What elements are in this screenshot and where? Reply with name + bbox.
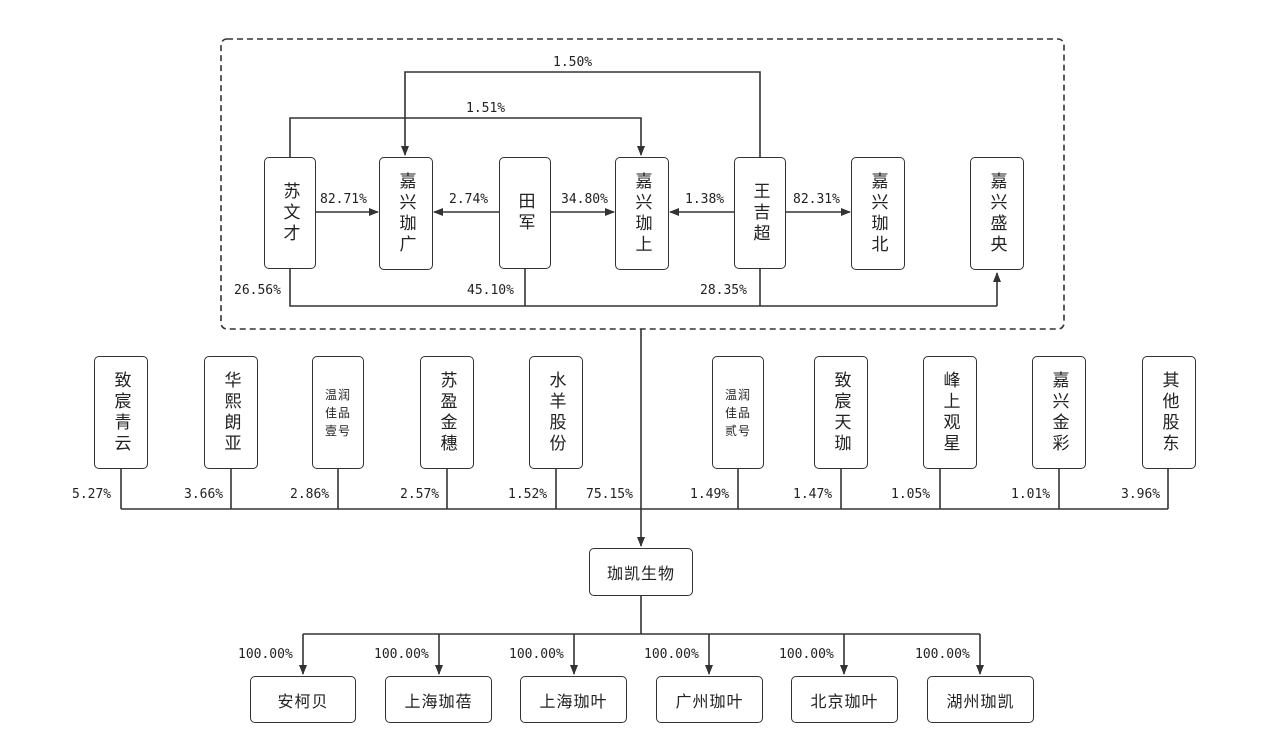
shareholder-box: 峰上观星 <box>923 356 977 469</box>
shareholder-box: 致宸青云 <box>94 356 148 469</box>
pct-wang-shengyang: 28.35% <box>700 283 747 298</box>
node-label: 苏文才 <box>279 181 300 245</box>
subsidiary-pct: 100.00% <box>644 647 699 662</box>
shareholder-pct: 1.52% <box>508 487 548 502</box>
shareholder-name: 温润佳品贰号 <box>724 387 751 438</box>
node-label: 嘉兴珈广 <box>395 171 416 256</box>
node-wang-jichao: 王吉超 <box>734 157 786 269</box>
pct-group-company: 75.15% <box>586 487 633 502</box>
shareholder-name: 温润佳品壹号 <box>324 387 351 438</box>
shareholder-pct: 1.01% <box>1011 487 1051 502</box>
shareholder-name: 致宸青云 <box>110 370 131 455</box>
shareholder-box: 嘉兴金彩 <box>1032 356 1086 469</box>
shareholder-pct: 2.57% <box>400 487 440 502</box>
edge-wang-jiaguang <box>401 71 761 157</box>
subsidiary-pct: 100.00% <box>374 647 429 662</box>
pct-wang-jiashang: 1.38% <box>685 192 725 207</box>
subsidiary-pct: 100.00% <box>238 647 293 662</box>
shareholder-pct: 1.05% <box>891 487 931 502</box>
node-label: 嘉兴珈上 <box>631 171 652 256</box>
shareholder-name: 峰上观星 <box>939 370 960 455</box>
subsidiary-box: 广州珈叶 <box>656 676 763 723</box>
subsidiary-box: 安柯贝 <box>250 676 356 723</box>
subsidiary-name: 安柯贝 <box>277 691 329 711</box>
pct-wang-jiabei: 82.31% <box>793 192 840 207</box>
node-label: 王吉超 <box>749 181 770 245</box>
node-label: 嘉兴盛央 <box>986 171 1007 256</box>
shareholder-box: 水羊股份 <box>529 356 583 469</box>
node-tian-jun: 田军 <box>499 157 551 269</box>
node-label: 嘉兴珈北 <box>867 171 888 256</box>
subsidiary-box: 湖州珈凯 <box>927 676 1034 723</box>
subsidiary-name: 上海珈蓓 <box>404 691 473 711</box>
shareholder-pct: 3.96% <box>1121 487 1161 502</box>
subsidiary-pct: 100.00% <box>915 647 970 662</box>
shareholder-pct: 1.47% <box>793 487 833 502</box>
shareholder-box: 致宸天珈 <box>814 356 868 469</box>
pct-wang-jiaguang: 1.50% <box>553 55 593 70</box>
shareholder-pct: 3.66% <box>184 487 224 502</box>
shareholder-name: 水羊股份 <box>545 370 566 455</box>
subsidiary-name: 湖州珈凯 <box>946 691 1015 711</box>
node-su-wencai: 苏文才 <box>264 157 316 269</box>
node-label: 田军 <box>514 192 535 234</box>
shareholder-box: 其他股东 <box>1142 356 1196 469</box>
subsidiary-name: 上海珈叶 <box>539 691 608 711</box>
node-jiaxing-jiashang: 嘉兴珈上 <box>615 157 669 270</box>
node-jiaxing-jiaguang: 嘉兴珈广 <box>379 157 433 270</box>
pct-tian-jiashang: 34.80% <box>561 192 608 207</box>
pct-su-jiaguang: 82.71% <box>320 192 367 207</box>
company-name: 珈凯生物 <box>606 564 675 583</box>
subsidiary-pct: 100.00% <box>779 647 834 662</box>
shareholder-box: 华熙朗亚 <box>204 356 258 469</box>
shareholder-pct: 1.49% <box>690 487 730 502</box>
pct-su-jiashang: 1.51% <box>466 101 506 116</box>
company-box: 珈凯生物 <box>589 548 693 596</box>
shareholder-name: 嘉兴金彩 <box>1048 370 1069 455</box>
subsidiary-name: 北京珈叶 <box>810 691 879 711</box>
subsidiary-pct: 100.00% <box>509 647 564 662</box>
node-jiaxing-shengyang: 嘉兴盛央 <box>970 157 1024 270</box>
subsidiary-bus <box>303 596 980 635</box>
shareholder-pct: 2.86% <box>290 487 330 502</box>
shareholder-pct: 5.27% <box>72 487 112 502</box>
pct-su-shengyang: 26.56% <box>234 283 281 298</box>
pct-tian-jiaguang: 2.74% <box>449 192 489 207</box>
subsidiary-name: 广州珈叶 <box>675 691 744 711</box>
subsidiary-box: 北京珈叶 <box>791 676 898 723</box>
shareholder-name: 其他股东 <box>1158 370 1179 455</box>
node-jiaxing-jiabei: 嘉兴珈北 <box>851 157 905 270</box>
edge-su-shengyang <box>289 269 997 307</box>
subsidiary-box: 上海珈叶 <box>520 676 627 723</box>
shareholder-box: 温润佳品壹号 <box>312 356 364 469</box>
pct-tian-shengyang: 45.10% <box>467 283 514 298</box>
shareholder-box: 温润佳品贰号 <box>712 356 764 469</box>
control-group-border <box>220 38 1065 330</box>
subsidiary-box: 上海珈蓓 <box>385 676 492 723</box>
shareholder-name: 致宸天珈 <box>830 370 851 455</box>
shareholder-name: 苏盈金穗 <box>436 370 457 455</box>
edge-su-jiashang <box>289 117 645 157</box>
shareholder-box: 苏盈金穗 <box>420 356 474 469</box>
shareholder-name: 华熙朗亚 <box>220 370 241 455</box>
